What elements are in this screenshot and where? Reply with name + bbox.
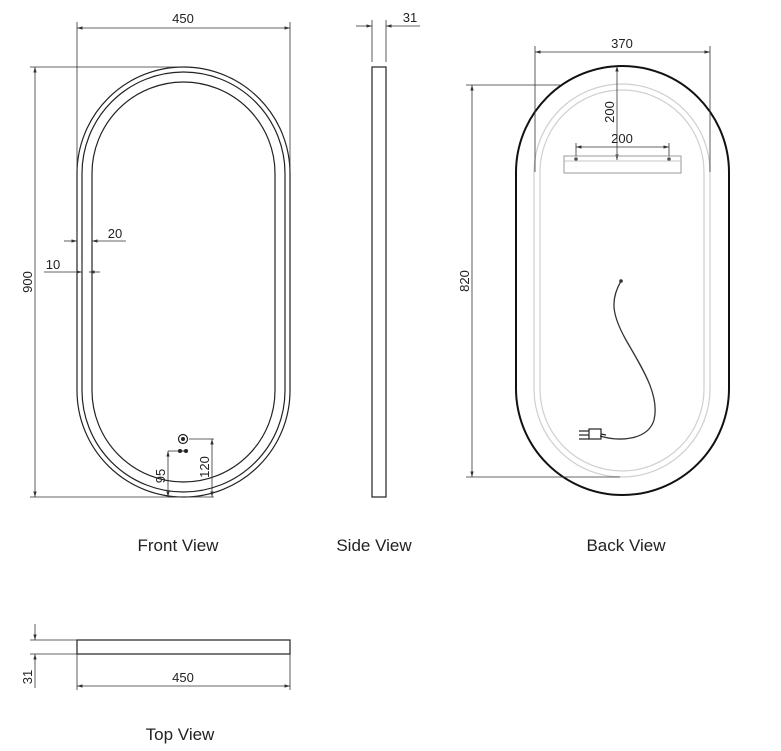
side-view-caption: Side View bbox=[336, 536, 412, 555]
top-profile bbox=[76, 639, 291, 655]
back-drop-label: 200 bbox=[602, 101, 617, 123]
top-width-label: 450 bbox=[172, 670, 194, 685]
front-frame-label: 20 bbox=[108, 226, 122, 241]
front-width-label: 450 bbox=[172, 11, 194, 26]
top-view-caption: Top View bbox=[146, 725, 215, 744]
back-span-label: 370 bbox=[611, 36, 633, 51]
front-view: 450 900 20 10 120 95 bbox=[20, 11, 291, 555]
sensor-offset-label: 95 bbox=[153, 469, 168, 483]
back-outer-frame bbox=[515, 65, 730, 496]
plug-icon bbox=[579, 428, 607, 440]
side-depth-label: 31 bbox=[403, 10, 417, 25]
back-inner-outline bbox=[533, 83, 711, 478]
touch-sensor-icon bbox=[177, 433, 189, 445]
bracket-width-label: 200 bbox=[611, 131, 633, 146]
top-depth-label: 31 bbox=[20, 670, 35, 684]
front-view-caption: Front View bbox=[138, 536, 220, 555]
top-view: 31 450 Top View bbox=[20, 624, 291, 744]
back-view: 370 200 200 820 Back View bbox=[457, 36, 730, 555]
front-inset-label: 10 bbox=[46, 257, 60, 272]
front-outer-frame bbox=[76, 66, 291, 498]
back-view-caption: Back View bbox=[586, 536, 666, 555]
side-profile bbox=[371, 66, 387, 498]
side-view: 31 Side View bbox=[336, 10, 420, 555]
hanging-bracket bbox=[563, 155, 682, 174]
back-height-label: 820 bbox=[457, 270, 472, 292]
front-mirror-glass bbox=[91, 81, 276, 483]
cable-entry-icon bbox=[178, 449, 188, 453]
power-cable bbox=[599, 280, 656, 440]
back-inner-outline-2 bbox=[539, 89, 705, 472]
sensor-height-label: 120 bbox=[197, 456, 212, 478]
front-frame-inner-edge bbox=[81, 71, 286, 493]
front-height-label: 900 bbox=[20, 271, 35, 293]
